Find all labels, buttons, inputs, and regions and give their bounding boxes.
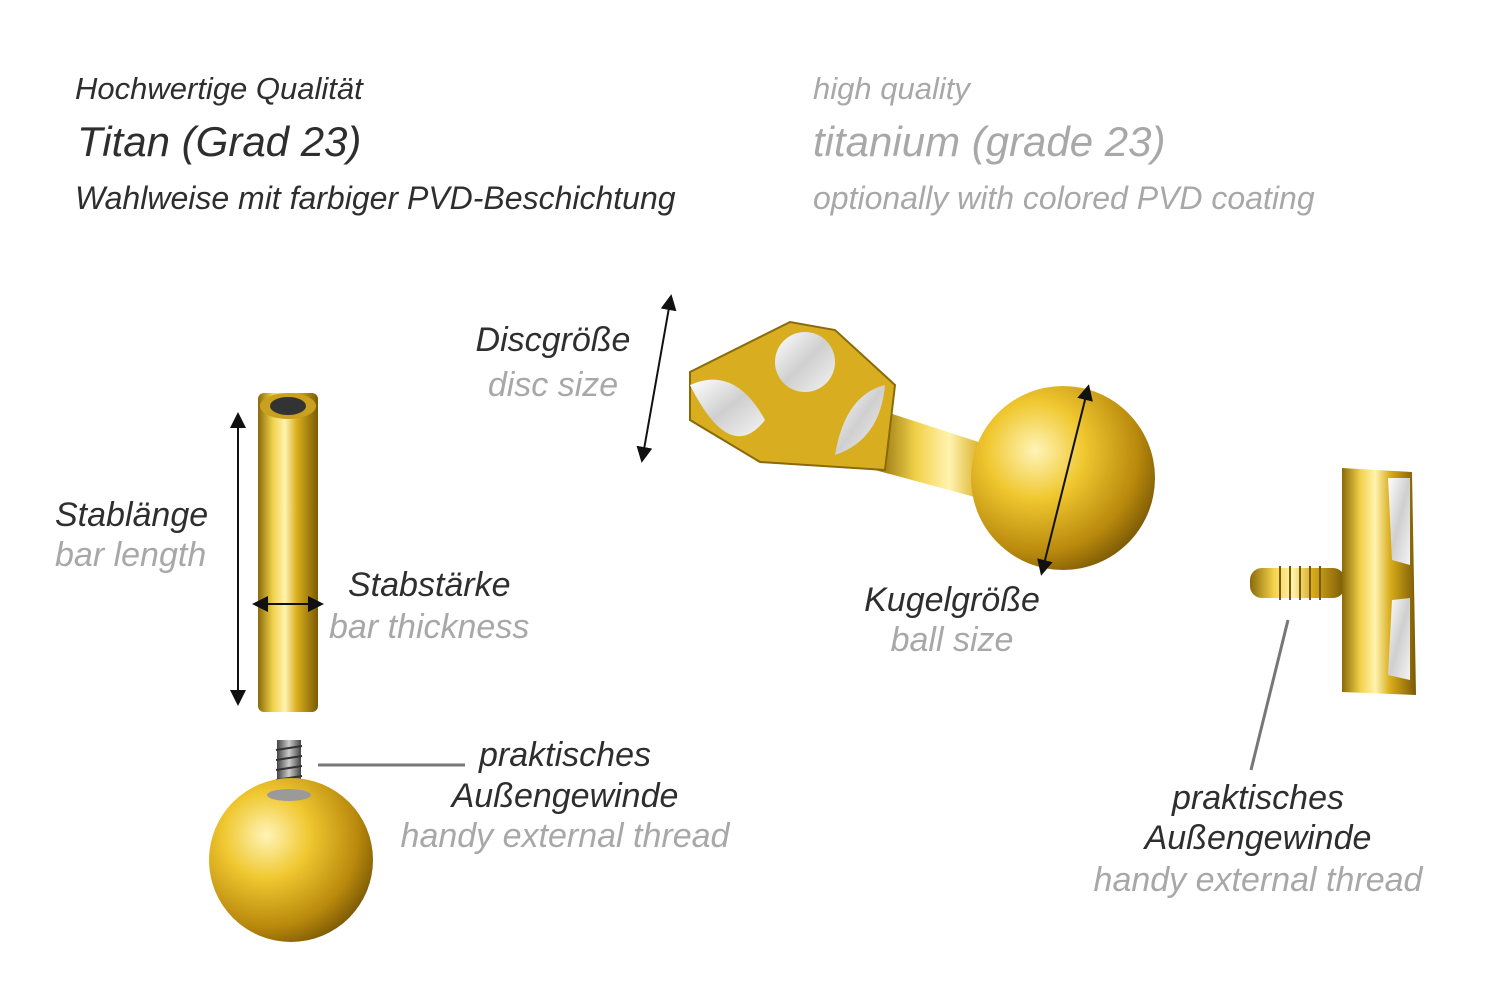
bar-length-label-de: Stablänge — [55, 496, 209, 534]
material-en: titanium (grade 23) — [813, 118, 1166, 165]
ball-size-arrow — [1037, 384, 1093, 576]
disc-attachment-side-view — [1250, 468, 1416, 695]
quality-en: high quality — [813, 71, 970, 106]
bar-thickness-label-de: Stabstärke — [348, 566, 511, 604]
thread-right-label-de1: praktisches — [1172, 779, 1344, 817]
thread-left-label-de2: Außengewinde — [451, 777, 679, 815]
disc-size-label-en: disc size — [487, 366, 619, 404]
ball-size-label-en: ball size — [890, 621, 1014, 659]
thread-pointer-line-right — [1249, 619, 1290, 771]
coating-en: optionally with colored PVD coating — [813, 180, 1315, 216]
thread-right-label-en: handy external thread — [1093, 861, 1423, 899]
thread-left-label-de1: praktisches — [479, 736, 651, 774]
bar-thickness-label-en: bar thickness — [329, 608, 530, 646]
thread-right-label-de2: Außengewinde — [1144, 819, 1372, 857]
bar-part — [258, 393, 318, 712]
thread-left-label-en: handy external thread — [400, 817, 730, 855]
ball-size-label-de: Kugelgröße — [864, 581, 1040, 619]
quality-de: Hochwertige Qualität — [75, 71, 363, 106]
disc-size-label-de: Discgröße — [475, 321, 631, 359]
ball-with-thread — [209, 740, 373, 942]
coating-de: Wahlweise mit farbiger PVD-Beschichtung — [75, 180, 676, 216]
bar-length-label-en: bar length — [55, 536, 207, 574]
disc-size-arrow — [636, 294, 677, 463]
main-piercing — [689, 320, 1155, 570]
material-de: Titan (Grad 23) — [77, 118, 362, 165]
